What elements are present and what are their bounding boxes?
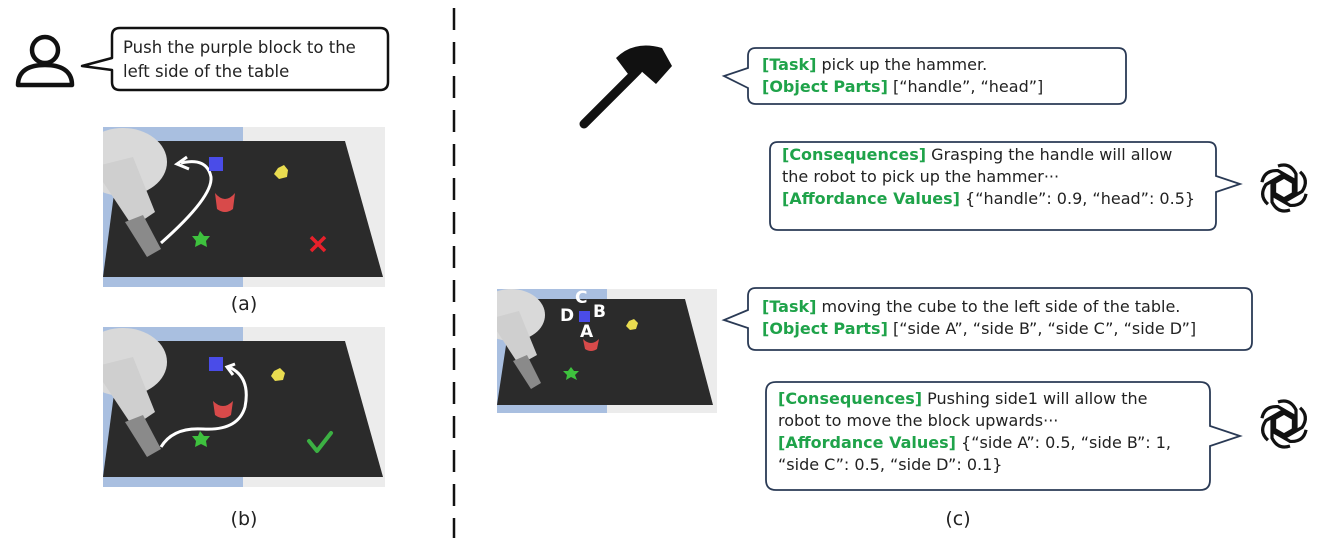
affordance-label: [Affordance Values] bbox=[782, 189, 960, 208]
user-instruction-text: Push the purple block to the left side o… bbox=[123, 38, 356, 81]
consequences-text: Grasping the handle will allow bbox=[926, 145, 1173, 164]
task-text: pick up the hammer. bbox=[816, 55, 988, 74]
object-parts-label: [Object Parts] bbox=[762, 77, 888, 96]
side-label-d: D bbox=[560, 306, 575, 326]
cube-query-bubble bbox=[721, 287, 1253, 351]
cube-query-text: [Task] moving the cube to the left side … bbox=[762, 296, 1242, 340]
task-label: [Task] bbox=[762, 55, 817, 74]
table-surface bbox=[103, 141, 383, 277]
user-speech-bubble bbox=[80, 26, 390, 92]
consequences-label: [Consequences] bbox=[778, 389, 923, 408]
hammer-answer-text: [Consequences] Grasping the handle will … bbox=[782, 144, 1212, 210]
side-label-b: B bbox=[593, 302, 606, 322]
object-parts-text: [“handle”, “head”] bbox=[887, 77, 1044, 96]
green-block bbox=[192, 231, 210, 247]
affordance-text: {“handle”: 0.9, “head”: 0.5} bbox=[959, 189, 1196, 208]
side-label-c: C bbox=[575, 288, 588, 308]
sim-scene-c bbox=[497, 289, 717, 413]
side-label-a: A bbox=[580, 322, 594, 342]
robot-arm bbox=[103, 128, 167, 257]
openai-logo-icon bbox=[1260, 163, 1308, 213]
user-instruction: Push the purple block to the left side o… bbox=[123, 36, 385, 84]
cube-answer-bubble bbox=[765, 381, 1243, 491]
check-icon bbox=[307, 431, 333, 453]
purple-block bbox=[209, 157, 223, 171]
caption-c: (c) bbox=[945, 508, 971, 530]
object-parts-text: [“side A”, “side B”, “side C”, “side D”] bbox=[887, 319, 1197, 338]
consequences-text-cont: robot to move the block upwards··· bbox=[778, 411, 1059, 430]
cross-icon bbox=[309, 235, 327, 253]
object-parts-label: [Object Parts] bbox=[762, 319, 888, 338]
hammer-answer-bubble bbox=[769, 141, 1243, 231]
hammer-query-text: [Task] pick up the hammer. [Object Parts… bbox=[762, 54, 1122, 98]
openai-logo-icon bbox=[1260, 399, 1308, 449]
caption-b: (b) bbox=[230, 508, 258, 530]
user-icon bbox=[15, 34, 75, 88]
yellow-block bbox=[274, 165, 288, 179]
affordance-text: {“side A”: 0.5, “side B”: 1, bbox=[955, 433, 1172, 452]
consequences-text: Pushing side1 will allow the bbox=[922, 389, 1148, 408]
affordance-label: [Affordance Values] bbox=[778, 433, 956, 452]
hammer-icon bbox=[579, 45, 672, 129]
affordance-text-cont: “side C”: 0.5, “side D”: 0.1} bbox=[778, 455, 1003, 474]
dashed-divider bbox=[452, 8, 456, 538]
red-block bbox=[215, 193, 235, 212]
sim-scene-a bbox=[103, 127, 385, 287]
hammer-query-bubble bbox=[721, 47, 1127, 105]
sim-scene-b bbox=[103, 327, 385, 487]
caption-a: (a) bbox=[230, 293, 258, 315]
consequences-label: [Consequences] bbox=[782, 145, 927, 164]
cube-answer-text: [Consequences] Pushing side1 will allow … bbox=[778, 388, 1198, 476]
consequences-text-cont: the robot to pick up the hammer··· bbox=[782, 167, 1060, 186]
task-text: moving the cube to the left side of the … bbox=[816, 297, 1181, 316]
task-label: [Task] bbox=[762, 297, 817, 316]
